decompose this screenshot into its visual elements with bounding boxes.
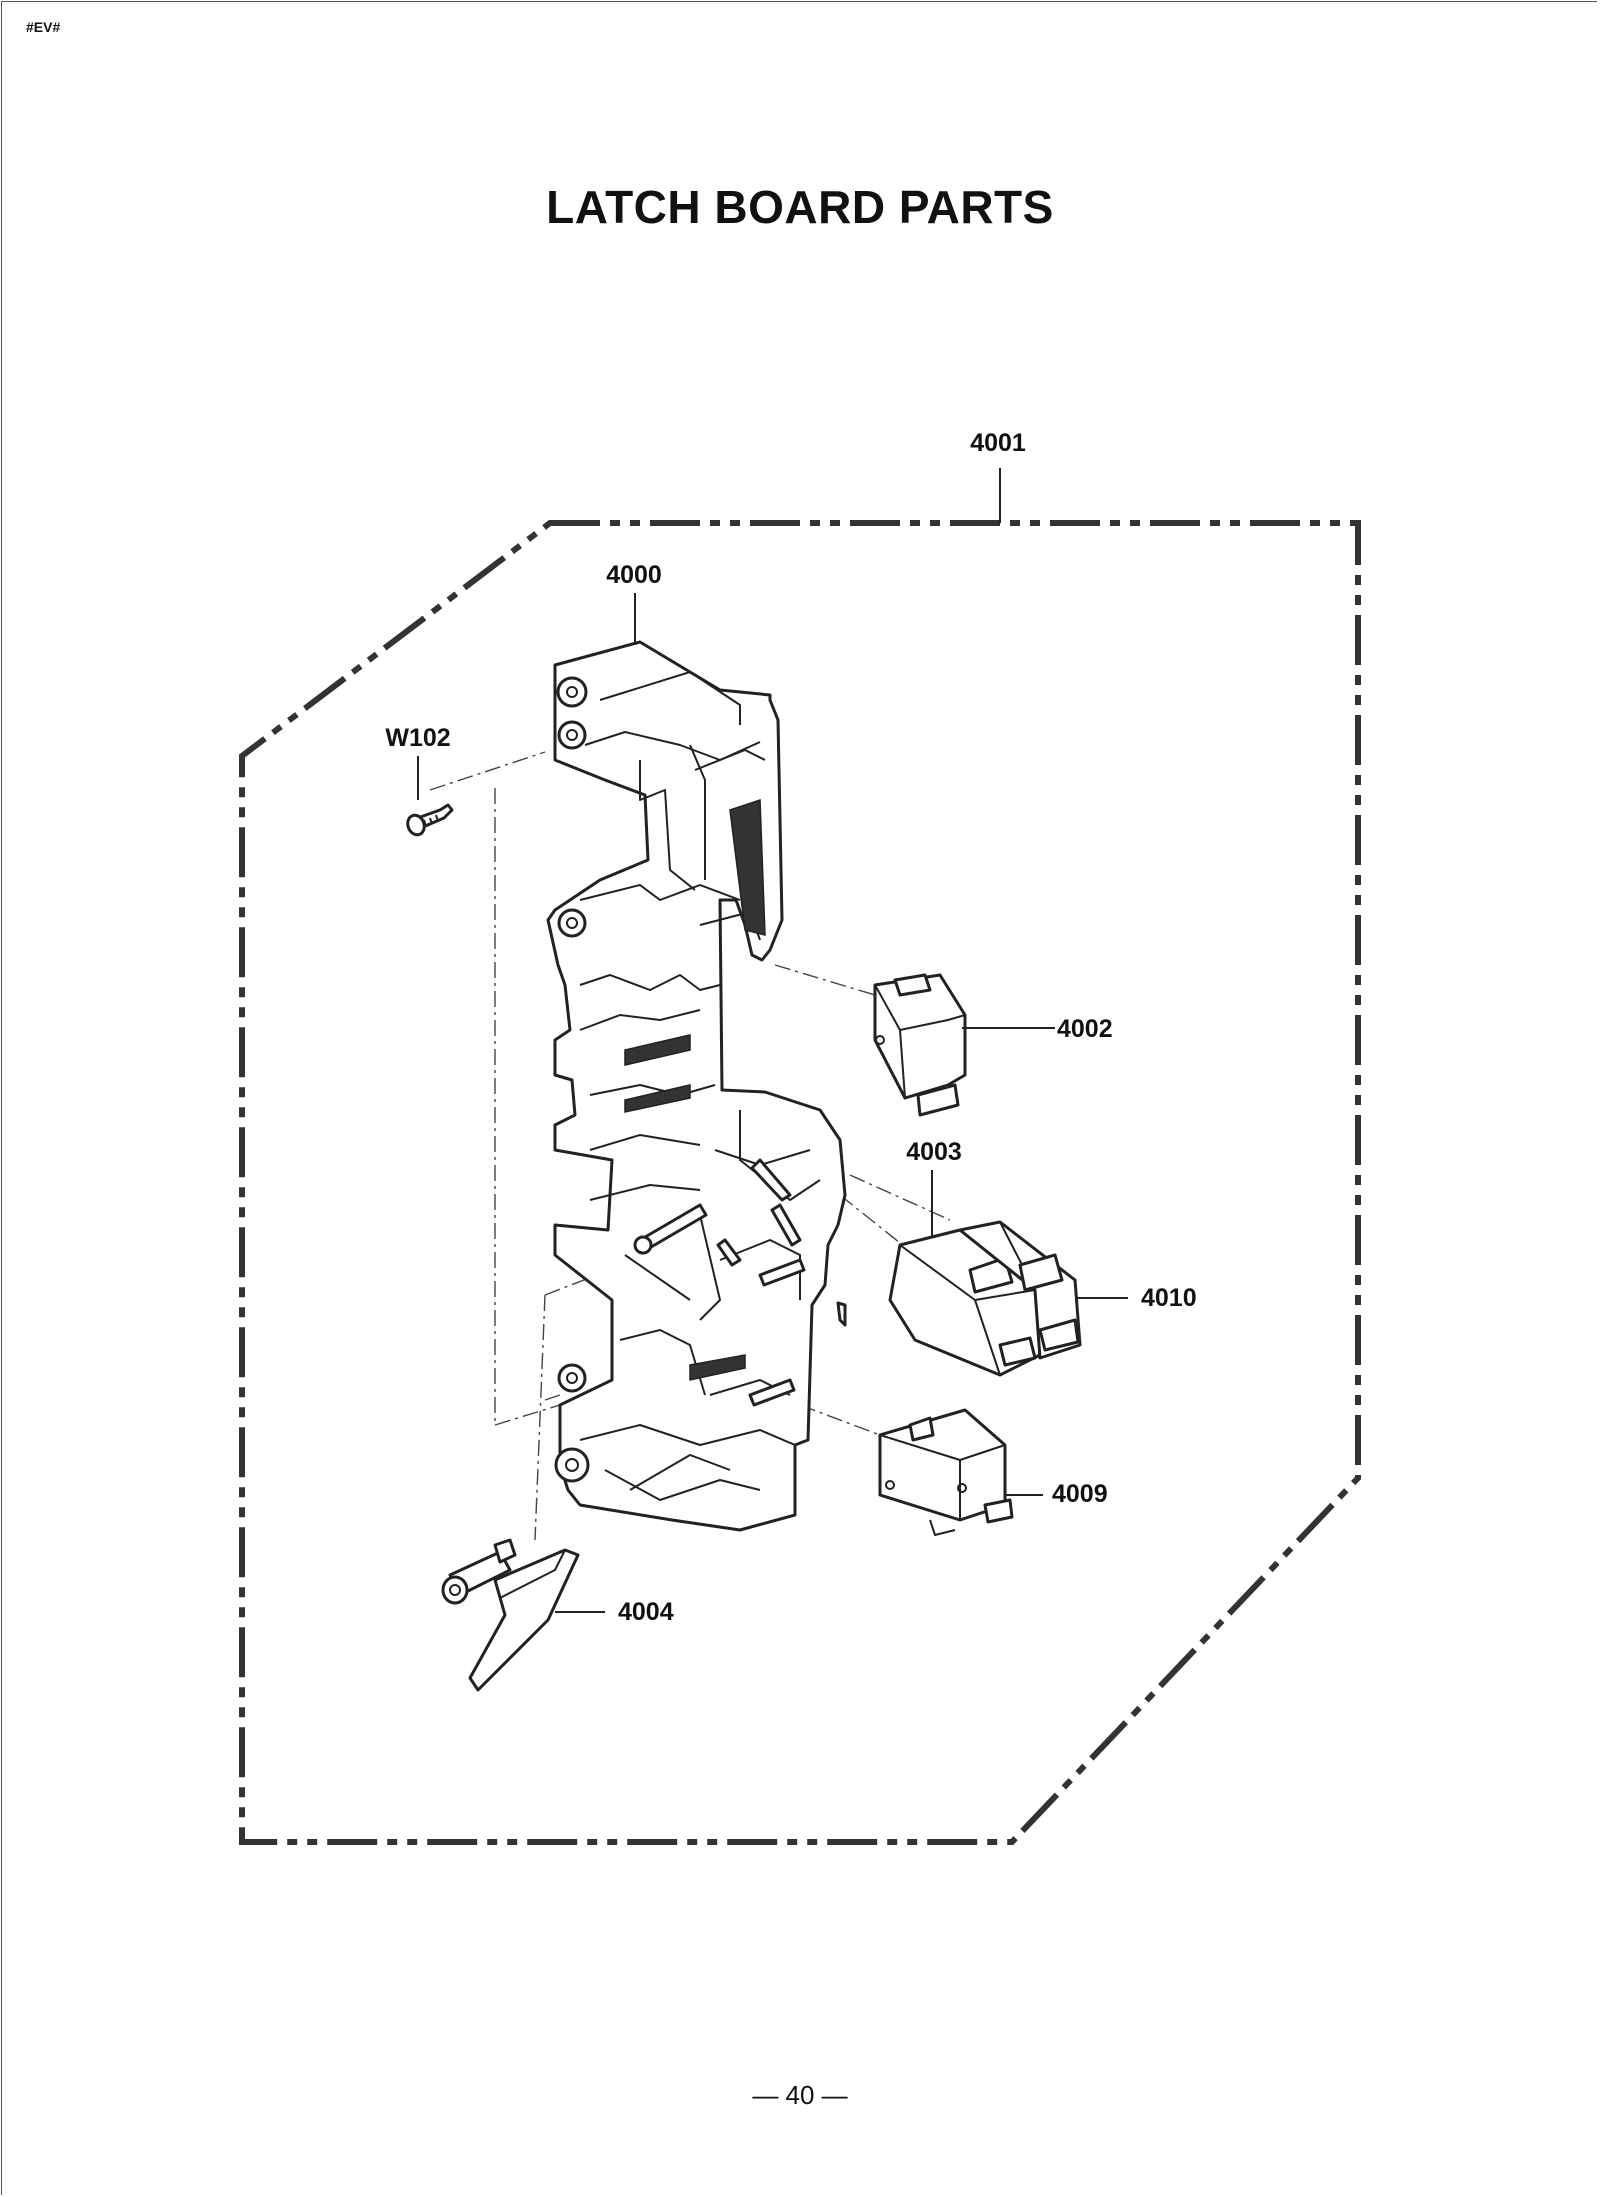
latch-board-body [546, 640, 847, 1532]
page-title: LATCH BOARD PARTS [546, 181, 1054, 233]
page-tag: #EV# [26, 19, 61, 35]
screw-w102 [406, 803, 454, 837]
switch-4009 [878, 1408, 1014, 1536]
callout-4004: 4004 [618, 1598, 674, 1626]
callout-4001: 4001 [970, 429, 1026, 457]
callout-4009: 4009 [1052, 1480, 1108, 1508]
callout-4000: 4000 [606, 561, 662, 589]
lever-4004 [441, 1538, 580, 1692]
callout-w102: W102 [385, 724, 450, 752]
callout-4003: 4003 [906, 1138, 962, 1166]
assembly-boundary [239, 520, 1361, 1845]
switch-4010 [958, 1220, 1082, 1360]
page-number: — 40 — [752, 2080, 848, 2110]
callout-4010: 4010 [1141, 1284, 1197, 1312]
leader-lines [417, 468, 1128, 1613]
callout-4002: 4002 [1057, 1015, 1113, 1043]
switch-4002 [873, 973, 967, 1117]
